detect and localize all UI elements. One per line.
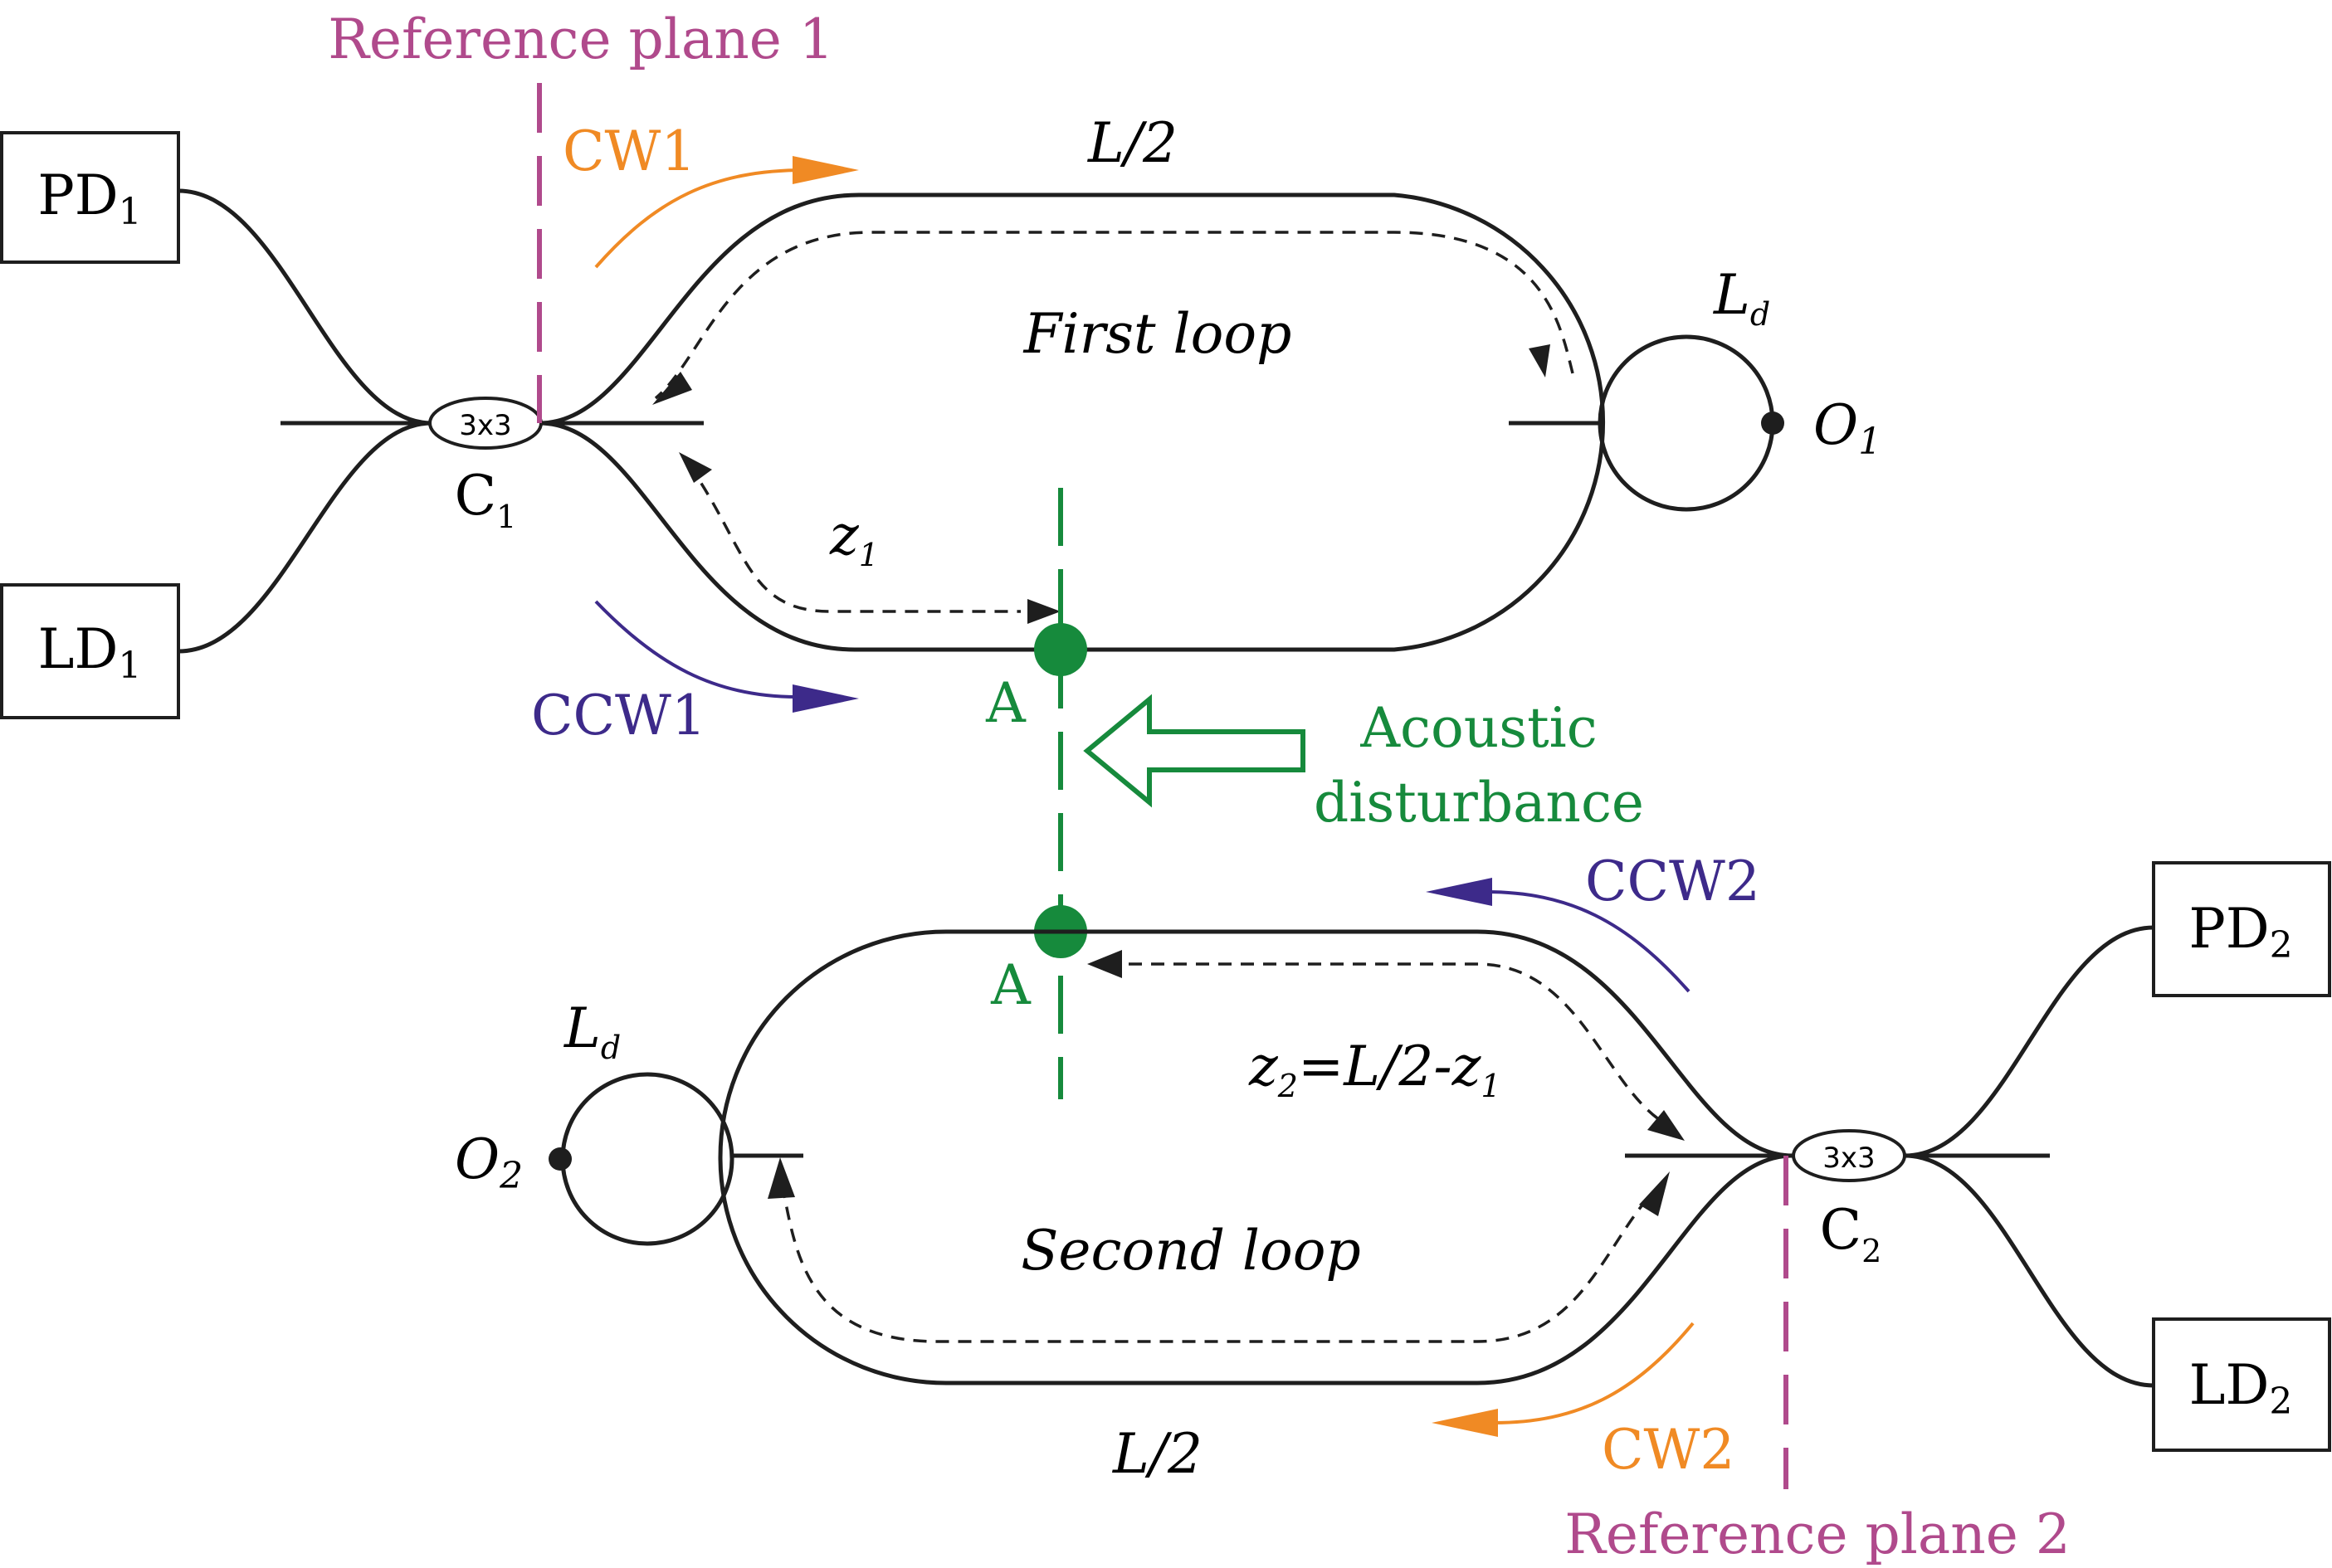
ccw2-arrowhead (1426, 878, 1492, 906)
ld1-label: LD1 (38, 617, 142, 687)
z2-dashed-path (1129, 962, 1661, 1122)
acoustic-label-1: Acoustic (1359, 696, 1597, 760)
end-o1-dot (1761, 411, 1784, 435)
ccw1-label: CCW1 (531, 684, 706, 747)
length-l-half-bottom: L/2 (1112, 1422, 1203, 1486)
fiber-pd2 (1904, 925, 2154, 1158)
z1-arrowhead-end (1027, 599, 1061, 624)
ccw1-arrow (594, 600, 798, 699)
fiber-ld1 (178, 421, 432, 654)
ccw2-label: CCW2 (1585, 850, 1760, 913)
dash-arrowhead-4 (768, 1157, 795, 1199)
dash-arrowhead-2 (652, 372, 692, 405)
coupler-c1-label: C1 (455, 464, 517, 535)
cw1-label: CW1 (563, 119, 695, 183)
coupler-c1-type: 3x3 (459, 409, 511, 442)
delay-loop-2 (560, 1072, 734, 1246)
point-a-bottom-label: A (990, 953, 1032, 1017)
z1-arrowhead-start (679, 452, 712, 483)
ccw1-arrowhead (793, 684, 859, 713)
delay-label-2: Ld (563, 996, 621, 1066)
end-o2-label: O2 (455, 1127, 523, 1197)
dash-arrowhead-1 (1529, 344, 1550, 377)
z1-label: z1 (829, 504, 879, 573)
cw1-arrowhead (793, 156, 859, 184)
dash-arrowhead-3 (1639, 1171, 1670, 1216)
length-l-half-top: L/2 (1087, 111, 1178, 175)
z2-arrowhead-start (1087, 950, 1122, 978)
delay-label-1: Ld (1713, 263, 1770, 333)
first-loop-fiber (539, 192, 1606, 652)
pd1-box (0, 131, 180, 264)
fiber-ld2 (1904, 1153, 2154, 1388)
cw2-arrowhead (1432, 1409, 1498, 1437)
ld2-label: LD2 (2189, 1353, 2293, 1423)
fiber-pd1 (178, 188, 432, 426)
z2-arrowhead-end (1647, 1110, 1685, 1141)
first-loop-label: First loop (1023, 302, 1292, 366)
z2-label: z2=L/2-z1 (1248, 1035, 1501, 1104)
point-a-top-label: A (985, 671, 1027, 735)
acoustic-label-2: disturbance (1314, 771, 1644, 835)
point-a-top (1034, 623, 1087, 676)
pd1-label: PD1 (37, 163, 141, 233)
reference-plane-2-label: Reference plane 2 (1564, 1502, 2071, 1566)
end-o2-dot (549, 1147, 572, 1171)
ccw2-arrow (1485, 890, 1690, 993)
reference-plane-1-label: Reference plane 1 (328, 7, 834, 71)
coupler-c2-label: C2 (1820, 1198, 1882, 1269)
acoustic-arrow (1083, 694, 1305, 808)
coupler-c2 (1792, 1129, 1906, 1182)
coupler-c2-type: 3x3 (1822, 1142, 1875, 1175)
end-o1-label: O1 (1813, 393, 1881, 463)
cw2-arrow (1493, 1322, 1695, 1424)
second-loop-label: Second loop (1021, 1219, 1361, 1283)
second-loop-dashed-path (783, 1194, 1649, 1343)
cw2-label: CW2 (1602, 1418, 1734, 1482)
first-loop-dashed-path (654, 231, 1574, 400)
delay-loop-1 (1598, 334, 1775, 512)
second-loop-fiber (718, 929, 1793, 1385)
pd2-label: PD2 (2188, 897, 2292, 967)
cw1-arrow (594, 168, 806, 269)
